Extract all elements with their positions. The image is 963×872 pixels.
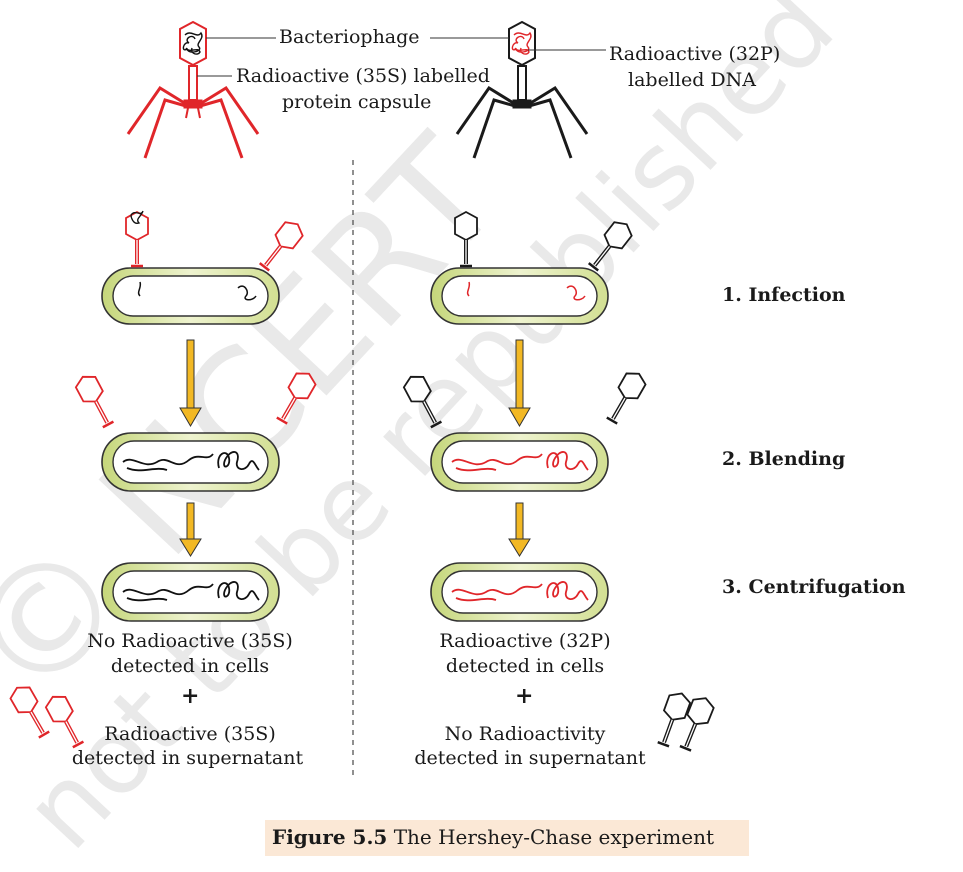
- phage-right-infect-2: [582, 215, 638, 276]
- phage-left-blend-2: [270, 366, 321, 429]
- left-super-line2: detected in supernatant: [71, 747, 304, 769]
- right-super-line2: detected in supernatant: [414, 747, 646, 769]
- phage-right-infect-1: [453, 210, 479, 268]
- cell-right-blending: [430, 432, 609, 492]
- figure-caption: Figure 5.5 The Hershey-Chase experiment: [272, 825, 714, 849]
- label-35s-line1: Radioactive (35S) labelled: [236, 65, 490, 87]
- caption-figure-number: Figure 5.5: [272, 825, 388, 849]
- arrow-left-1: [179, 339, 202, 427]
- phage-35s-large: [126, 20, 260, 159]
- phage-left-super-1: [5, 680, 56, 743]
- right-result-line1: Radioactive (32P): [439, 630, 611, 652]
- phage-left-blend-1: [73, 372, 118, 430]
- label-32p-line1: Radioactive (32P): [609, 43, 781, 65]
- left-plus: +: [181, 683, 200, 709]
- left-result-line2: detected in cells: [110, 655, 270, 677]
- step-infection: 1. Infection: [722, 284, 846, 306]
- phage-left-infect-1: [124, 210, 150, 268]
- right-super-line1: No Radioactivity: [444, 723, 606, 745]
- label-bacteriophage: Bacteriophage: [279, 26, 420, 48]
- phage-right-blend-2: [600, 366, 651, 429]
- right-plus: +: [515, 683, 534, 709]
- left-super-line1: Radioactive (35S): [104, 723, 276, 745]
- caption-box: [265, 820, 749, 856]
- step-centrifugation: 3. Centrifugation: [722, 576, 906, 598]
- cell-right-infection: [430, 267, 609, 325]
- cell-right-centrifugation: [430, 562, 609, 622]
- arrow-right-1: [508, 339, 531, 427]
- phage-right-super-1: [651, 687, 695, 751]
- cell-left-blending: [101, 432, 280, 492]
- cell-left-centrifugation: [101, 562, 280, 622]
- arrow-right-2: [508, 502, 531, 557]
- right-result-line2: detected in cells: [445, 655, 605, 677]
- cell-left-infection: [101, 267, 280, 325]
- step-blending: 2. Blending: [722, 448, 846, 470]
- phage-left-infect-2: [253, 215, 309, 276]
- arrow-left-2: [179, 502, 202, 557]
- label-35s-line2: protein capsule: [282, 91, 432, 113]
- label-32p-line2: labelled DNA: [628, 69, 756, 91]
- phage-32p-large: [455, 20, 589, 159]
- phage-right-blend-1: [401, 372, 446, 430]
- left-result-line1: No Radioactive (35S): [87, 630, 293, 652]
- caption-title: The Hershey-Chase experiment: [393, 825, 714, 849]
